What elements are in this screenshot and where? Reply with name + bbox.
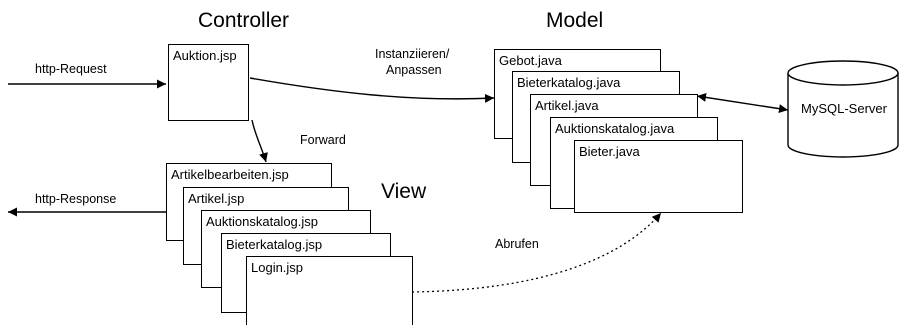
http-response-label: http-Response <box>35 192 117 206</box>
view-heading: View <box>381 180 427 203</box>
model-file-label: Auktionskatalog.java <box>555 121 675 136</box>
forward-arrow <box>251 119 268 163</box>
view-file-label: Artikelbearbeiten.jsp <box>171 167 289 182</box>
database-cylinder <box>787 60 899 158</box>
anpassen-label: Anpassen <box>386 63 442 77</box>
controller-heading: Controller <box>198 9 290 32</box>
http-request-label: http-Request <box>35 62 107 76</box>
database-label: MySQL-Server <box>801 101 887 116</box>
abrufen-label: Abrufen <box>495 237 539 251</box>
abrufen-arrow <box>411 212 662 293</box>
model-database-arrow <box>696 92 789 114</box>
forward-label: Forward <box>300 133 346 147</box>
view-file-label: Bieterkatalog.jsp <box>226 237 323 252</box>
controller-file-label: Auktion.jsp <box>173 48 237 63</box>
model-file-label: Bieterkatalog.java <box>517 75 621 90</box>
model-file-label: Gebot.java <box>499 53 562 68</box>
model-file-label: Bieter.java <box>579 144 640 159</box>
view-file-label: Artikel.jsp <box>188 191 245 206</box>
controller-box: Auktion.jsp <box>168 44 249 121</box>
view-file-box: Login.jsp <box>246 256 413 325</box>
model-file-box: Bieter.java <box>574 140 743 213</box>
model-file-label: Artikel.java <box>535 98 599 113</box>
view-file-label: Login.jsp <box>251 260 304 275</box>
model-heading: Model <box>546 9 604 32</box>
view-file-label: Auktionskatalog.jsp <box>206 214 319 229</box>
instanziieren-label: Instanziieren/ <box>375 47 450 61</box>
instanziieren-arrow <box>249 77 495 103</box>
